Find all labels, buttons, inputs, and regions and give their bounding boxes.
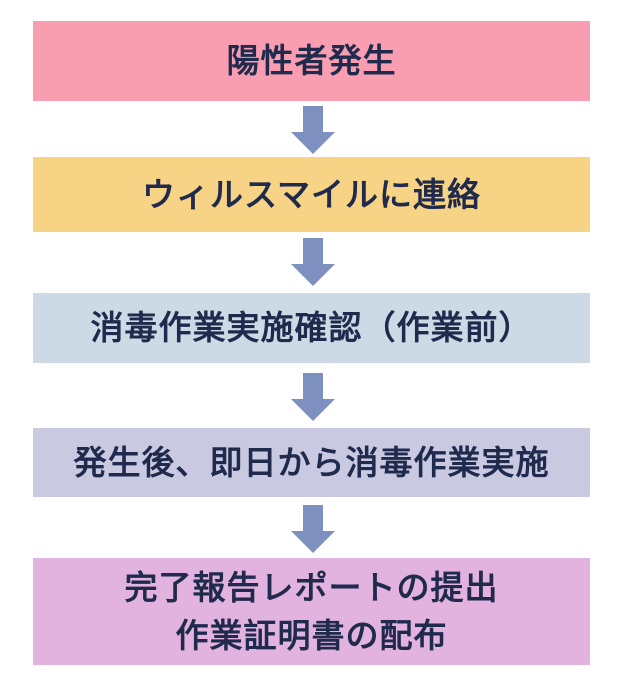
flow-step-disinfection-work: 発生後、即日から消毒作業実施	[33, 428, 590, 497]
flow-step-disinfection-confirmation: 消毒作業実施確認（作業前）	[33, 293, 590, 363]
down-arrow-icon	[291, 373, 335, 421]
down-arrow-icon	[291, 106, 335, 154]
flow-step-report-and-certificate: 完了報告レポートの提出 作業証明書の配布	[33, 558, 590, 665]
flow-step-positive-case-occurs: 陽性者発生	[33, 21, 590, 101]
down-arrow-icon	[291, 238, 335, 286]
flow-step-contact-willsmile: ウィルスマイルに連絡	[33, 157, 590, 232]
down-arrow-icon	[291, 505, 335, 553]
